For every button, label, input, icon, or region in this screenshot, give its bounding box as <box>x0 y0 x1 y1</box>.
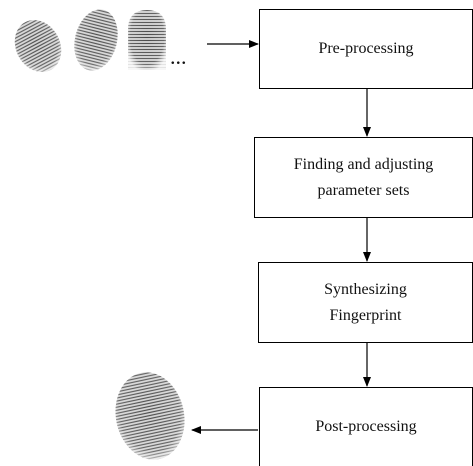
input-fingerprint-1 <box>14 20 62 72</box>
step-label-synthesizing: Synthesizing Fingerprint <box>324 280 407 324</box>
step-label-post-processing: Post-processing <box>315 418 417 435</box>
output-fingerprint <box>115 372 185 460</box>
box-synthesizing <box>258 262 473 343</box>
box-finding-parameters <box>254 137 473 218</box>
input-fingerprint-2 <box>74 9 118 71</box>
input-fingerprint-3 <box>128 10 166 70</box>
input-ellipsis: ... <box>170 44 187 69</box>
step-label-finding-parameters: Finding and adjusting parameter sets <box>293 155 434 199</box>
step-label-pre-processing: Pre-processing <box>318 40 414 57</box>
box-pre-processing <box>259 9 473 89</box>
